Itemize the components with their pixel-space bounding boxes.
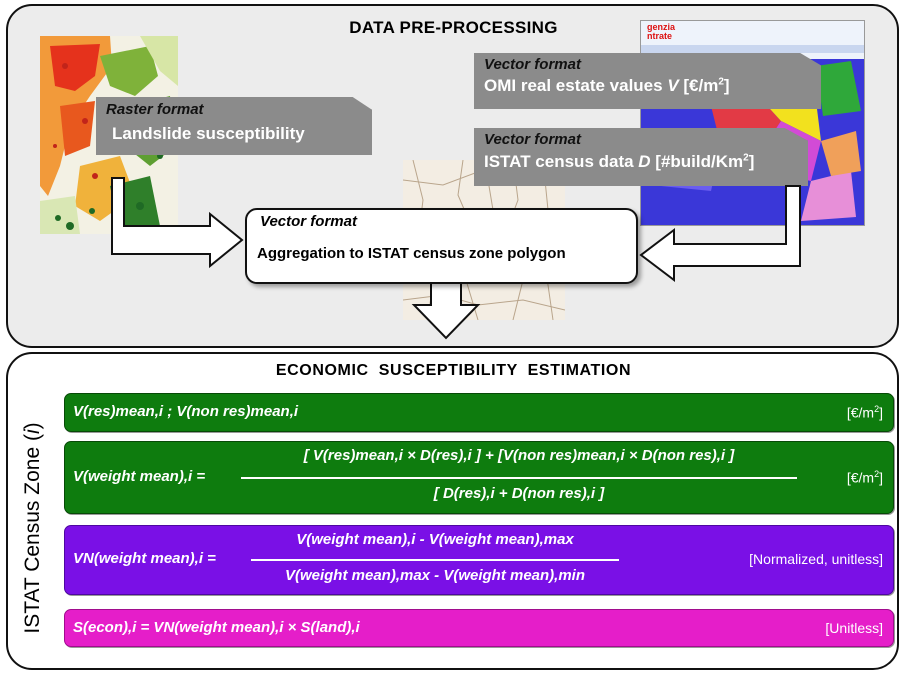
- formula-weighted-mean-lhs: V(weight mean),i =: [73, 468, 206, 485]
- formula-bar-weighted-mean: V(weight mean),i = [ V(res)mean,i × D(re…: [64, 441, 894, 514]
- istat-vector-format-label: Vector format: [484, 131, 581, 148]
- omi-vector-format-box: Vector format OMI real estate values V […: [474, 53, 821, 109]
- omi-vector-format-label: Vector format: [484, 56, 581, 73]
- formula-normalized-lhs: VN(weight mean),i =: [73, 550, 216, 567]
- unit-euro-per-m2: [€/m2]: [846, 469, 883, 486]
- formula-bar-mean-values: V(res)mean,i ; V(non res)mean,i [€/m2]: [64, 393, 894, 432]
- aggregation-box: Vector format Aggregation to ISTAT censu…: [245, 208, 638, 284]
- unit-unitless: [Unitless]: [825, 620, 883, 636]
- raster-format-label: Raster format: [106, 101, 204, 118]
- istat-census-vector-format-box: Vector format ISTAT census data D [#buil…: [474, 128, 808, 186]
- agenzia-entrate-logo: genzia ntrate: [647, 22, 676, 41]
- formula-normalized-numerator: V(weight mean),i - V(weight mean),max: [296, 531, 574, 548]
- data-preprocessing-title: DATA PRE-PROCESSING: [349, 18, 558, 37]
- raster-to-aggregation-arrow: [111, 177, 244, 269]
- landslide-susceptibility-label: Landslide susceptibility: [112, 124, 305, 143]
- formula-mean-values: V(res)mean,i ; V(non res)mean,i: [73, 403, 299, 420]
- economic-susceptibility-title: ECONOMIC SUSCEPTIBILITY ESTIMATION: [275, 362, 632, 379]
- fraction-line: [241, 477, 797, 479]
- formula-normalized-denominator: V(weight mean),max - V(weight mean),min: [284, 567, 586, 584]
- istat-census-zone-label: ISTAT Census Zone (i): [21, 422, 44, 634]
- fraction-line: [251, 559, 619, 561]
- unit-euro-per-m2: [€/m2]: [846, 404, 883, 421]
- formula-economic-susceptibility: S(econ),i = VN(weight mean),i × S(land),…: [73, 619, 360, 636]
- aggregation-vector-format-label: Vector format: [260, 213, 357, 230]
- raster-format-box: Raster format Landslide susceptibility: [96, 97, 372, 155]
- formula-bar-normalized: VN(weight mean),i = V(weight mean),i - V…: [64, 525, 894, 595]
- census-to-aggregation-arrow: [639, 185, 801, 283]
- aggregation-to-estimation-arrow: [411, 282, 481, 340]
- formula-weighted-mean-numerator: [ V(res)mean,i × D(res),i ] + [V(non res…: [303, 447, 735, 464]
- formula-bar-economic-susceptibility: S(econ),i = VN(weight mean),i × S(land),…: [64, 609, 894, 647]
- omi-real-estate-values-label: OMI real estate values V [€/m2]: [484, 76, 730, 95]
- istat-census-data-label: ISTAT census data D [#build/Km2]: [484, 152, 755, 171]
- formula-weighted-mean-denominator: [ D(res),i + D(non res),i ]: [433, 485, 605, 502]
- unit-normalized-unitless: [Normalized, unitless]: [749, 551, 883, 567]
- aggregation-label: Aggregation to ISTAT census zone polygon: [257, 245, 566, 262]
